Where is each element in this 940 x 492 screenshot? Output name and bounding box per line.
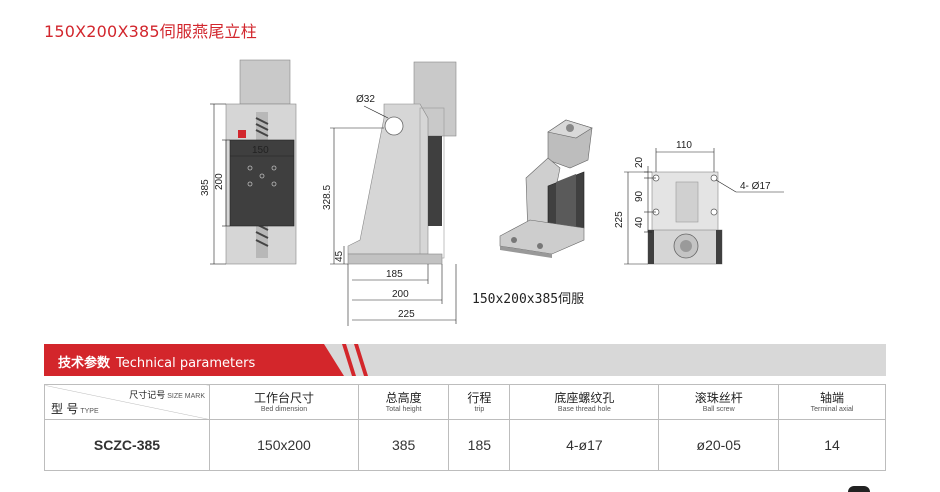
cell-ball-screw: ø20-05 [658, 419, 780, 471]
top-width-label: 110 [676, 140, 692, 151]
banner-title-cn: 技术参数 [58, 356, 111, 371]
type-cn: 型 号 [51, 402, 79, 416]
front-view: 150 200 385 [200, 59, 297, 265]
top-total-label: 225 [614, 211, 625, 228]
side-d3-label: 225 [398, 309, 415, 320]
side-height-label: 328.5 [322, 185, 333, 210]
front-width-label: 150 [252, 145, 269, 156]
banner-title-en: Technical parameters [116, 356, 256, 371]
cell-model: SCZC-385 [44, 419, 210, 471]
cell-base-thread-hole: 4-ø17 [509, 419, 660, 471]
size-mark-en: SIZE MARK [167, 393, 205, 400]
side-view: Ø32 328.5 45 185 200 225 [322, 61, 457, 326]
drawing-caption: 150x200x385伺服 [472, 292, 585, 307]
top-h2-label: 90 [634, 190, 645, 202]
page-corner-mark [848, 486, 870, 492]
side-hole-label: Ø32 [356, 94, 375, 105]
cell-bed-dimension: 150x200 [209, 419, 359, 471]
side-d2-label: 200 [392, 289, 409, 300]
top-h3-label: 40 [634, 216, 645, 228]
table-row: SCZC-385 150x200 385 185 4-ø17 ø20-05 14 [44, 419, 886, 471]
top-view: 110 20 90 40 225 4- Ø17 [614, 140, 784, 265]
technical-parameters-banner: 技术参数 Technical parameters [44, 344, 886, 376]
cell-terminal-axial: 14 [778, 419, 886, 471]
isometric-view [499, 119, 593, 258]
side-d1-label: 185 [386, 269, 403, 280]
banner-title: 技术参数 Technical parameters [58, 352, 255, 371]
cell-trip: 185 [448, 419, 511, 471]
front-total-label: 385 [200, 179, 211, 196]
top-hole-label: 4- Ø17 [740, 181, 771, 192]
size-mark-cn: 尺寸记号 [129, 390, 166, 400]
type-en: TYPE [80, 408, 99, 415]
front-height-label: 200 [214, 173, 225, 190]
technical-drawings: 150 200 385 Ø32 328.5 45 185 200 225 [200, 59, 784, 326]
page-title: 150X200X385伺服燕尾立柱 [44, 22, 257, 41]
cell-total-height: 385 [357, 419, 450, 471]
side-base-label: 45 [334, 250, 345, 262]
top-h1-label: 20 [634, 156, 645, 168]
